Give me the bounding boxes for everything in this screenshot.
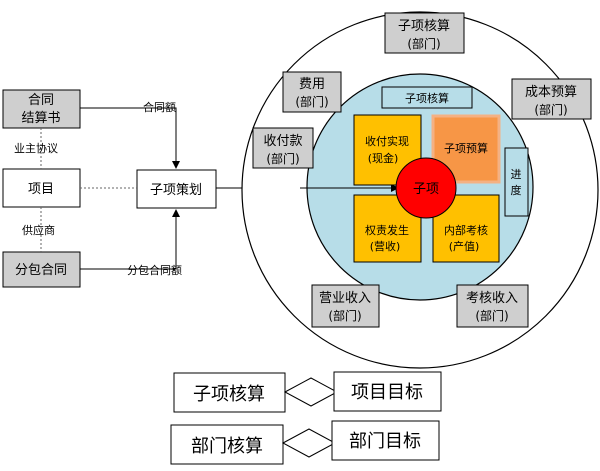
project-label: 项目 [28, 182, 54, 197]
label-subcontract-amount: 分包合同额 [127, 263, 182, 277]
top-accounting-line1: 子项核算 [398, 19, 450, 34]
label-supplier: 供应商 [22, 223, 55, 237]
revenue-line1: 营业收入 [319, 291, 371, 306]
legend-subitem-accounting-box [173, 372, 286, 413]
revenue-line2: (部门) [328, 308, 361, 323]
assess-revenue-line1: 考核收入 [466, 291, 518, 306]
top-accounting-line2: (部门) [407, 36, 440, 51]
subitem-center [395, 157, 457, 219]
legend-department-target-box [331, 420, 440, 461]
contract-settlement-line2: 结算书 [21, 111, 60, 126]
quadrant-payment-line1: 收付实现 [365, 134, 409, 148]
revenue-box [311, 284, 380, 328]
payment-box [252, 127, 314, 169]
quadrant-accrual-line1: 权责发生 [365, 223, 409, 237]
cost-budget-line2: (部门) [534, 102, 567, 117]
assess-revenue-box [456, 284, 529, 328]
legend-diamond-1 [283, 377, 339, 407]
legend-department-target-label: 部门目标 [349, 431, 421, 452]
progress-line2: 度 [511, 183, 522, 197]
arrow-contract-amount [80, 107, 180, 169]
subitem-planning-box [136, 169, 217, 209]
project-box [2, 168, 81, 208]
fee-line2: (部门) [295, 94, 328, 109]
progress-line1: 进 [511, 168, 522, 181]
arrow-subcontract-amount [80, 209, 180, 270]
legend-project-target-label: 项目目标 [351, 382, 423, 403]
cost-budget-line1: 成本预算 [525, 85, 577, 100]
legend-department-accounting-box [170, 424, 284, 465]
label-contract-amount: 合同额 [143, 100, 176, 114]
quadrant-payment-line2: (现金) [368, 151, 399, 165]
quadrant-internal-line2: (产值) [449, 239, 480, 253]
quadrant-internal-line1: 内部考核 [444, 223, 488, 237]
subitem-accounting-label: 子项核算 [405, 91, 449, 105]
fee-line1: 费用 [299, 77, 325, 92]
legend-project-target-box [333, 371, 442, 412]
top-accounting-box [384, 12, 465, 54]
subitem-planning-label: 子项策划 [150, 182, 202, 198]
progress-bar [504, 147, 529, 217]
payment-line1: 收付款 [263, 134, 302, 149]
contract-settlement-line1: 合同 [28, 93, 54, 108]
legend-diamond-2 [281, 428, 337, 458]
subcontract-label: 分包合同 [15, 263, 67, 278]
legend-department-accounting-label: 部门核算 [191, 436, 263, 457]
legend-subitem-accounting-label: 子项核算 [193, 384, 265, 405]
assess-revenue-line2: (部门) [475, 308, 508, 323]
cost-budget-box [511, 78, 592, 120]
payment-line2: (部门) [266, 151, 299, 166]
subitem-center-label: 子项 [413, 182, 439, 197]
quadrant-accrual-line2: (营收) [370, 239, 401, 253]
label-owner-agreement: 业主协议 [14, 141, 58, 155]
subitem-accounting-bar [381, 86, 473, 109]
fee-box [282, 71, 342, 113]
quadrant-budget-label: 子项预算 [444, 141, 488, 155]
contract-settlement-box [2, 89, 81, 129]
